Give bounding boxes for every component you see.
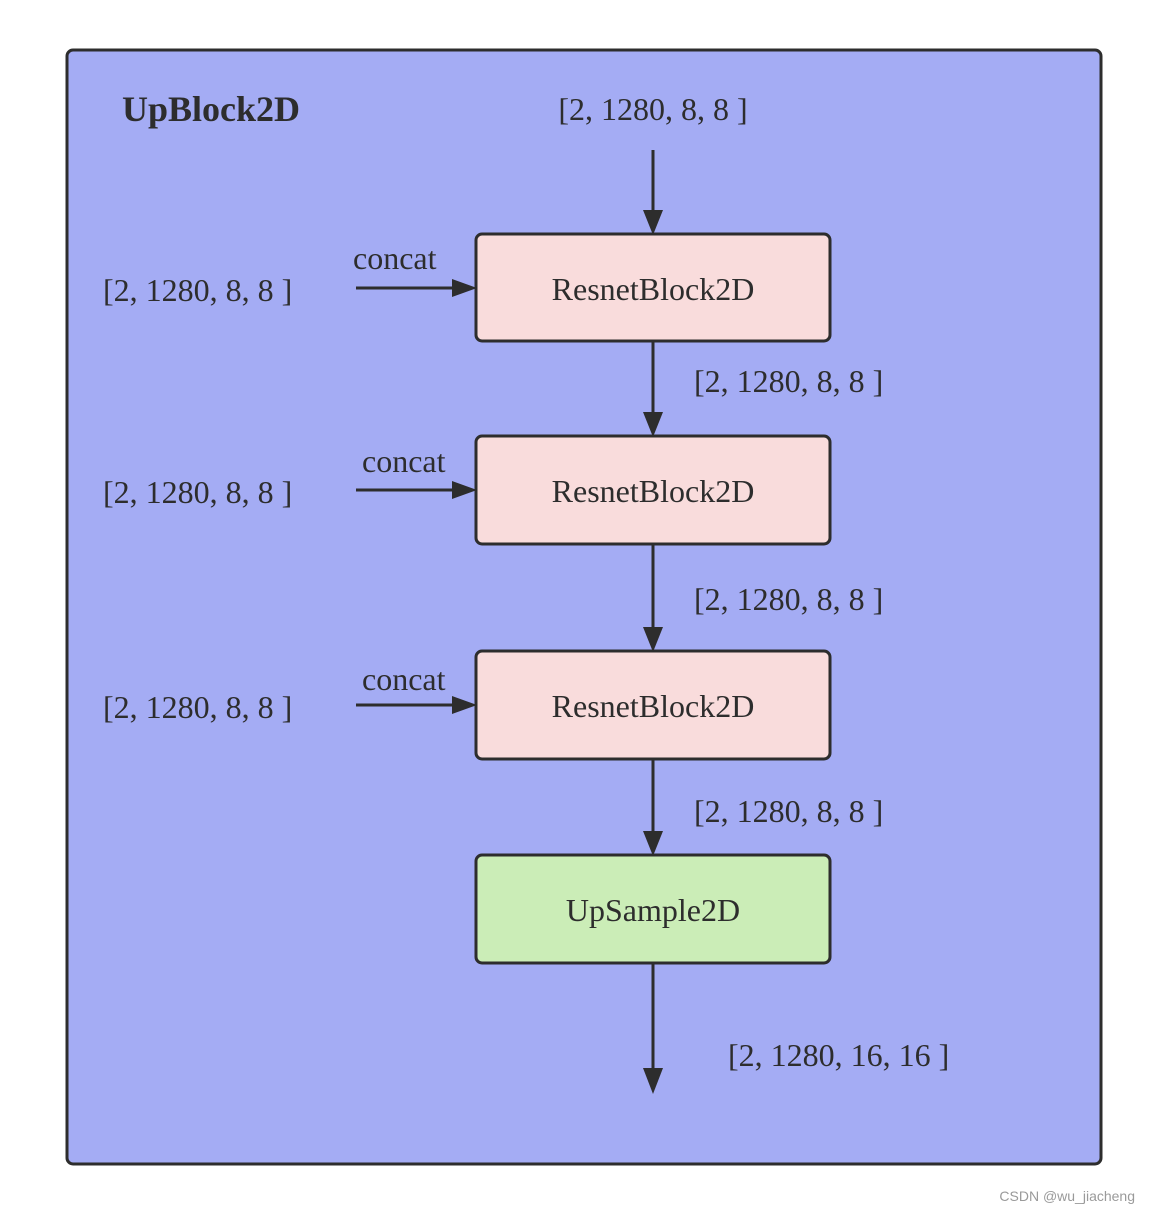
concat-label-2: concat: [362, 443, 446, 479]
resnet-block-2-label: ResnetBlock2D: [552, 473, 755, 509]
resnet-block-3-label: ResnetBlock2D: [552, 688, 755, 724]
resnet-block-2: ResnetBlock2D: [474, 434, 832, 546]
skip-input-shape-2: [2, 1280, 8, 8 ]: [103, 474, 292, 510]
edge-shape-label-2: [2, 1280, 8, 8 ]: [694, 581, 883, 617]
concat-label-1: concat: [353, 240, 437, 276]
block-title: UpBlock2D: [122, 89, 300, 129]
skip-input-shape-1: [2, 1280, 8, 8 ]: [103, 272, 292, 308]
concat-arrow-3: [356, 696, 477, 714]
skip-input-shape-3: [2, 1280, 8, 8 ]: [103, 689, 292, 725]
resnet-block-1-label: ResnetBlock2D: [552, 271, 755, 307]
output-arrow: [643, 964, 663, 1094]
edge-shape-label-3: [2, 1280, 8, 8 ]: [694, 793, 883, 829]
upsample-block-label: UpSample2D: [566, 892, 740, 928]
input-shape-label: [2, 1280, 8, 8 ]: [558, 91, 747, 127]
edge-resnet-1-to-resnet-2: [643, 342, 663, 437]
upblock2d-container: [65, 48, 1103, 1166]
edge-resnet-3-to-upsample: [643, 760, 663, 856]
upsample-block: UpSample2D: [474, 853, 832, 965]
resnet-block-3: ResnetBlock2D: [474, 649, 832, 761]
resnet-block-1: ResnetBlock2D: [474, 232, 832, 343]
concat-label-3: concat: [362, 661, 446, 697]
edge-shape-label-1: [2, 1280, 8, 8 ]: [694, 363, 883, 399]
edge-resnet-2-to-resnet-3: [643, 545, 663, 652]
output-shape-label: [2, 1280, 16, 16 ]: [728, 1037, 949, 1073]
watermark: CSDN @wu_jiacheng: [999, 1188, 1135, 1204]
input-arrow: [643, 150, 663, 235]
concat-arrow-2: [356, 481, 477, 499]
concat-arrow-1: [356, 279, 477, 297]
